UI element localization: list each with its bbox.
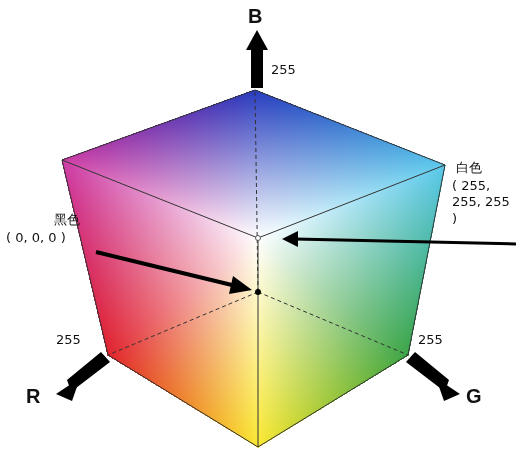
callout-label: 黑色 <box>54 212 80 228</box>
cube-edges <box>62 90 445 447</box>
hidden-edge <box>255 90 258 292</box>
black-leader <box>96 252 236 286</box>
axis-max: 255 <box>56 332 81 348</box>
callout-label: 白色 <box>456 160 482 176</box>
callout-value: ( 255, 255, 255 ) <box>452 178 514 227</box>
axis-max: 255 <box>271 62 296 78</box>
hidden-edge <box>258 292 408 355</box>
white-leader <box>295 239 516 244</box>
black-leader-head <box>229 276 252 294</box>
black-point <box>255 289 261 295</box>
axis-arrows <box>56 30 460 401</box>
axis-max: 255 <box>418 332 443 348</box>
hidden-edge <box>108 292 258 355</box>
axis-name: R <box>26 384 40 409</box>
cube-outline <box>62 90 445 447</box>
axis-name: G <box>466 384 482 409</box>
white-point <box>256 236 261 241</box>
axis-name: B <box>248 4 262 29</box>
callouts <box>96 231 516 294</box>
cube-edge <box>62 160 258 238</box>
white-leader-head <box>282 231 298 247</box>
g-arrow-head <box>436 378 460 401</box>
callout-value: ( 0, 0, 0 ) <box>6 230 66 246</box>
cube-edge <box>258 165 445 238</box>
b-arrow-shaft <box>251 48 263 88</box>
hidden-edges <box>108 90 408 355</box>
b-arrow-head <box>246 30 268 50</box>
r-arrow-head <box>56 378 80 401</box>
